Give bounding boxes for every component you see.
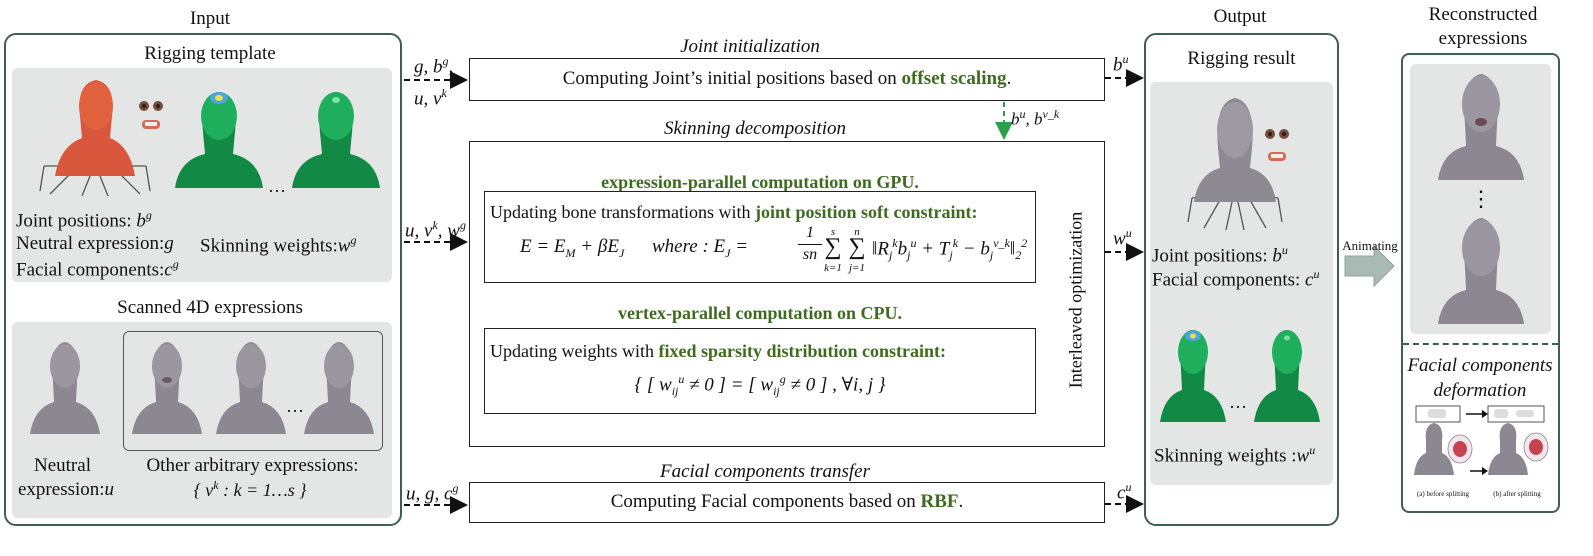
arrow-label-output-bot: cu bbox=[1117, 480, 1132, 504]
reconstructed-title-2: expressions bbox=[1438, 28, 1528, 49]
sum2-top: n bbox=[854, 226, 860, 238]
neutral-label-2: expression:u bbox=[18, 479, 115, 500]
skinning-weights-label: Skinning weights:wg bbox=[200, 233, 357, 257]
arrow-label-input-top-2: u, vk bbox=[414, 86, 447, 110]
caption-before-splitting: (a) before splitting bbox=[1416, 490, 1470, 498]
gpu-norm-expression: ‖Rjkbju + Tjk − bjv_k‖22 bbox=[872, 236, 1028, 263]
neutral-expression-label: Neutral expression:g bbox=[16, 233, 174, 254]
expression-scan-head-image-1 bbox=[132, 342, 202, 434]
rig-skeleton-head-image bbox=[39, 80, 151, 196]
rigging-template-title: Rigging template bbox=[144, 43, 276, 64]
skinning-weight-head-image-1 bbox=[175, 92, 263, 188]
cpu-title: vertex-parallel computation on CPU. bbox=[618, 303, 902, 323]
output-title: Output bbox=[1213, 6, 1267, 27]
sum1-bot: k=1 bbox=[824, 262, 842, 274]
interleaved-label: Interleaved optimization bbox=[1065, 211, 1086, 389]
gpu-title: expression-parallel computation on GPU. bbox=[601, 172, 919, 192]
result-skinning-weights-label: Skinning weights :wu bbox=[1154, 443, 1316, 467]
gpu-frac-bar bbox=[798, 244, 822, 245]
arrow-label-input-top-1: g, bg, bbox=[414, 54, 454, 78]
facial-transfer-text: Computing Facial components based on RBF… bbox=[610, 491, 964, 512]
sum2-sigma: ∑ bbox=[848, 234, 866, 260]
result-eyes-teeth-image bbox=[1265, 129, 1289, 161]
sum2-bot: j=1 bbox=[849, 262, 865, 274]
gpu-box bbox=[484, 191, 1036, 283]
cpu-box bbox=[484, 328, 1036, 414]
caption-after-splitting: (b) after splitting bbox=[1493, 490, 1541, 498]
expressions-ellipsis: … bbox=[286, 396, 304, 416]
scanned-title: Scanned 4D expressions bbox=[117, 297, 303, 318]
reconstructed-title-1: Reconstructed bbox=[1428, 4, 1538, 25]
result-weight-head-image-2 bbox=[1254, 330, 1320, 422]
gpu-frac-den: sn bbox=[802, 246, 818, 263]
eyes-teeth-component-image bbox=[139, 101, 163, 129]
expression-scan-head-image-3 bbox=[304, 342, 374, 434]
sum1-top: s bbox=[830, 226, 836, 238]
gpu-frac-num: 1 bbox=[806, 224, 814, 241]
result-joint-positions-label: Joint positions: bu bbox=[1152, 243, 1288, 267]
cpu-formula: { [ wiju ≠ 0 ] = [ wijg ≠ 0 ] , ∀i, j } bbox=[634, 372, 886, 399]
other-expressions-frame bbox=[123, 331, 383, 451]
expression-set-formula: { vk : k = 1…s } bbox=[193, 478, 307, 500]
arrow-label-input-mid: u, vk, wg bbox=[405, 218, 466, 242]
facial-def-title-2: deformation bbox=[1433, 380, 1527, 401]
facial-transfer-box bbox=[469, 482, 1105, 523]
other-expressions-label: Other arbitrary expressions: bbox=[146, 455, 359, 476]
cpu-text: Updating weights with fixed sparsity dis… bbox=[490, 341, 947, 361]
facial-deformation-image bbox=[1414, 405, 1549, 475]
rigging-result-title: Rigging result bbox=[1187, 48, 1296, 69]
result-weights-ellipsis: … bbox=[1229, 392, 1247, 412]
neutral-label-1: Neutral bbox=[34, 455, 91, 476]
result-facial-components-label: Facial components: cu bbox=[1152, 267, 1320, 291]
arrow-label-output-top: bu bbox=[1113, 52, 1129, 76]
reconstructed-head-image-2 bbox=[1438, 218, 1524, 324]
reconstructed-dots: ⋮ bbox=[1470, 186, 1492, 211]
animating-label: Animating bbox=[1342, 238, 1398, 253]
gpu-formula-where: where : EJ = bbox=[652, 236, 749, 260]
joint-init-box bbox=[469, 58, 1105, 101]
arrow-label-down: bu, bv_k bbox=[1011, 107, 1060, 129]
input-title: Input bbox=[189, 8, 231, 29]
skinning-weight-head-image-2 bbox=[292, 92, 380, 188]
result-skeleton-head-image bbox=[1187, 98, 1283, 231]
joint-init-title: Joint initialization bbox=[680, 36, 820, 57]
reconstructed-divider bbox=[1403, 343, 1558, 345]
result-weight-head-image-1 bbox=[1160, 330, 1226, 422]
arrow-label-output-mid: wu bbox=[1113, 226, 1132, 250]
reconstructed-head-image-1 bbox=[1438, 74, 1524, 180]
joint-positions-label: Joint positions: bg bbox=[16, 208, 152, 232]
neutral-scan-head-image bbox=[30, 342, 100, 434]
skinning-title: Skinning decomposition bbox=[663, 118, 847, 139]
sum1-sigma: ∑ bbox=[824, 234, 842, 260]
arrow-label-input-bot: u, g, cg bbox=[406, 481, 459, 505]
gpu-text: Updating bone transformations with joint… bbox=[490, 202, 978, 222]
facial-transfer-title: Facial components transfer bbox=[659, 461, 871, 482]
expression-scan-head-image-2 bbox=[216, 342, 286, 434]
facial-components-label: Facial components:cg bbox=[16, 257, 179, 281]
gpu-formula: E = EM + βEJ bbox=[520, 236, 625, 260]
facial-def-title-1: Facial components bbox=[1407, 355, 1553, 376]
weights-ellipsis: … bbox=[268, 176, 286, 196]
joint-init-text: Computing Joint’s initial positions base… bbox=[562, 68, 1012, 89]
